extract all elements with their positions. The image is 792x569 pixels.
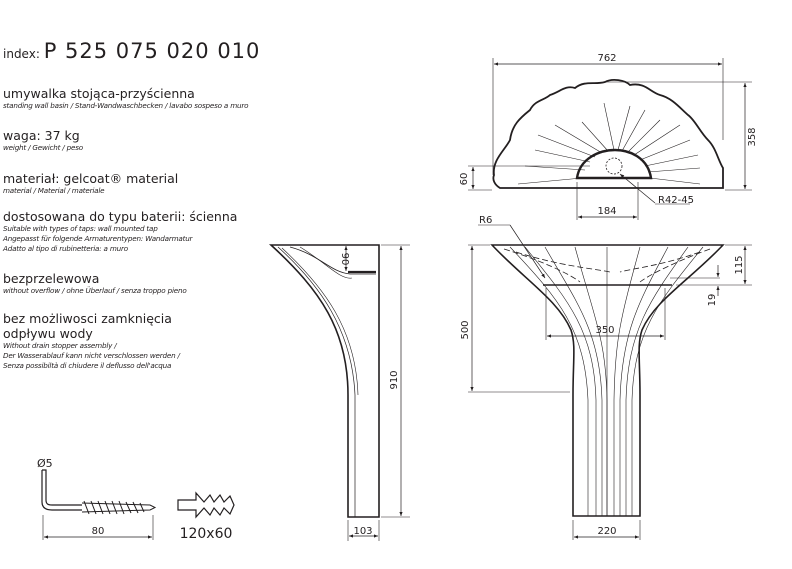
spec-title: bezprzelewowa: [3, 271, 100, 286]
spec-translation: Adatto al tipo di rubinetteria: a muro: [3, 244, 128, 253]
spec-overflow: bezprzelewowa without overflow / ohne Üb…: [3, 271, 187, 296]
dim-bowl-width: 184: [597, 206, 616, 217]
spec-translation: Without drain stopper assembly /: [3, 341, 117, 350]
spec-translation: standing wall basin / Stand-Wandwaschbec…: [3, 101, 249, 110]
bowl-outline: [575, 148, 653, 180]
dim-drain-radius: R42-45: [658, 195, 694, 206]
dim-side-bowl-depth: 90: [339, 253, 350, 266]
drain-circle: [605, 157, 623, 175]
spec-translation: material / Material / materiale: [3, 186, 105, 195]
dim-total-height: 910: [389, 370, 400, 389]
dim-top-depth: 358: [747, 127, 758, 146]
spec-title: bez możliwosci zamknięcia odpływu wody: [3, 311, 172, 341]
flute-lines: [509, 246, 704, 516]
index-label: index:: [3, 47, 40, 61]
spec-title: waga: 37 kg: [3, 128, 80, 143]
dim-screw-diameter: Ø5: [37, 457, 53, 470]
rib-lines: [517, 102, 701, 185]
spec-tap-type: dostosowana do typu baterii: ścienna Sui…: [3, 209, 237, 254]
index-code: P 525 075 020 010: [43, 39, 261, 63]
spec-type: umywalka stojąca-przyścienna standing wa…: [3, 86, 249, 111]
hook-screw: [41, 469, 157, 540]
spec-title: umywalka stojąca-przyścienna: [3, 86, 195, 101]
front-view-outline: [490, 244, 725, 517]
dim-dowel-size: 120x60: [180, 526, 233, 542]
spec-title: materiał: gelcoat® material: [3, 171, 179, 186]
product-index: index: P 525 075 020 010: [3, 39, 260, 63]
side-view: [268, 244, 410, 541]
dim-front-base: 220: [597, 526, 616, 537]
dim-inner-width: 350: [595, 325, 614, 336]
dim-rim-thickness: 19: [707, 294, 718, 307]
dim-screw-length: 80: [92, 526, 105, 537]
dim-front-height: 500: [460, 320, 471, 339]
spec-translation: Senza possibiltà di chiudere il deflusso…: [3, 361, 172, 370]
front-view: [468, 224, 752, 540]
spec-drain: bez możliwosci zamknięcia odpływu wody W…: [3, 311, 180, 371]
spec-weight: waga: 37 kg weight / Gewicht / peso: [3, 128, 83, 153]
side-view-outline: [268, 244, 380, 518]
spec-translation: Der Wasserablauf kann nicht verschlossen…: [3, 351, 180, 360]
top-view: [468, 58, 752, 220]
wall-plug: [177, 491, 235, 519]
dim-rim-radius: R6: [479, 215, 492, 226]
top-view-outline: [492, 78, 724, 189]
dim-top-width: 762: [597, 53, 616, 64]
dim-front-edge: 60: [459, 173, 470, 186]
spec-translation: Angepasst für folgende Armaturentypen: W…: [3, 234, 193, 243]
spec-translation: weight / Gewicht / peso: [3, 143, 83, 152]
spec-translation: without overflow / ohne Überlauf / senza…: [3, 286, 187, 295]
spec-translation: Suitable with types of taps: wall mounte…: [3, 224, 158, 233]
dim-bowl-depth: 115: [734, 255, 745, 274]
spec-material: materiał: gelcoat® material material / M…: [3, 171, 178, 196]
dim-side-base: 103: [353, 526, 372, 537]
spec-title: dostosowana do typu baterii: ścienna: [3, 209, 238, 224]
